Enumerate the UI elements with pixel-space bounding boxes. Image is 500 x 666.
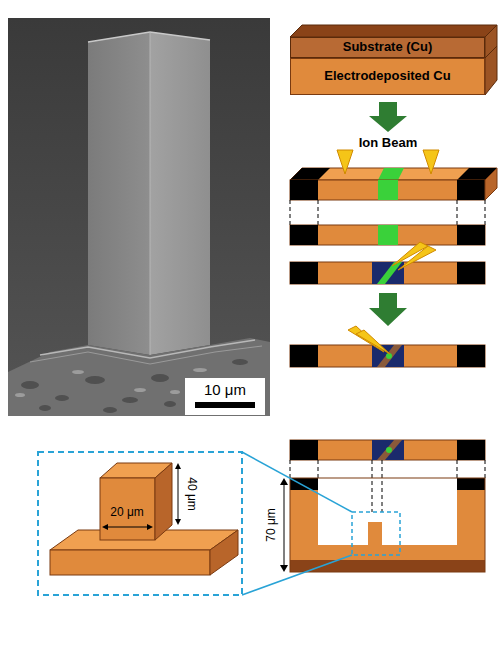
scale-label: 10 μm (204, 382, 246, 399)
slab-layer: Substrate (Cu) (290, 37, 485, 58)
zoom-detail (38, 452, 352, 595)
process-arrow (369, 102, 407, 132)
dimension-label: 20 μm (110, 506, 144, 519)
scale-bar (195, 402, 255, 408)
ion-beam-cone (423, 150, 439, 174)
dimension-label: 70 μm (265, 508, 278, 542)
final-structure (280, 440, 485, 572)
tilt-cut-strip (290, 326, 485, 367)
ion-beam-label: Ion Beam (359, 136, 418, 150)
tilt-cut-strip (290, 242, 485, 284)
zoom-box (352, 512, 400, 555)
ion-beam-cone (337, 150, 353, 174)
trench-block (290, 150, 497, 245)
process-arrow (369, 293, 407, 326)
slab-3d (290, 25, 497, 95)
dimension-line (284, 481, 285, 569)
layer-label: Electrodeposited Cu (324, 69, 450, 83)
layer-label: Substrate (Cu) (343, 40, 433, 54)
slab-layer: Electrodeposited Cu (290, 58, 485, 95)
sem-image (8, 18, 270, 416)
dimension-label: 40 μm (184, 477, 197, 511)
